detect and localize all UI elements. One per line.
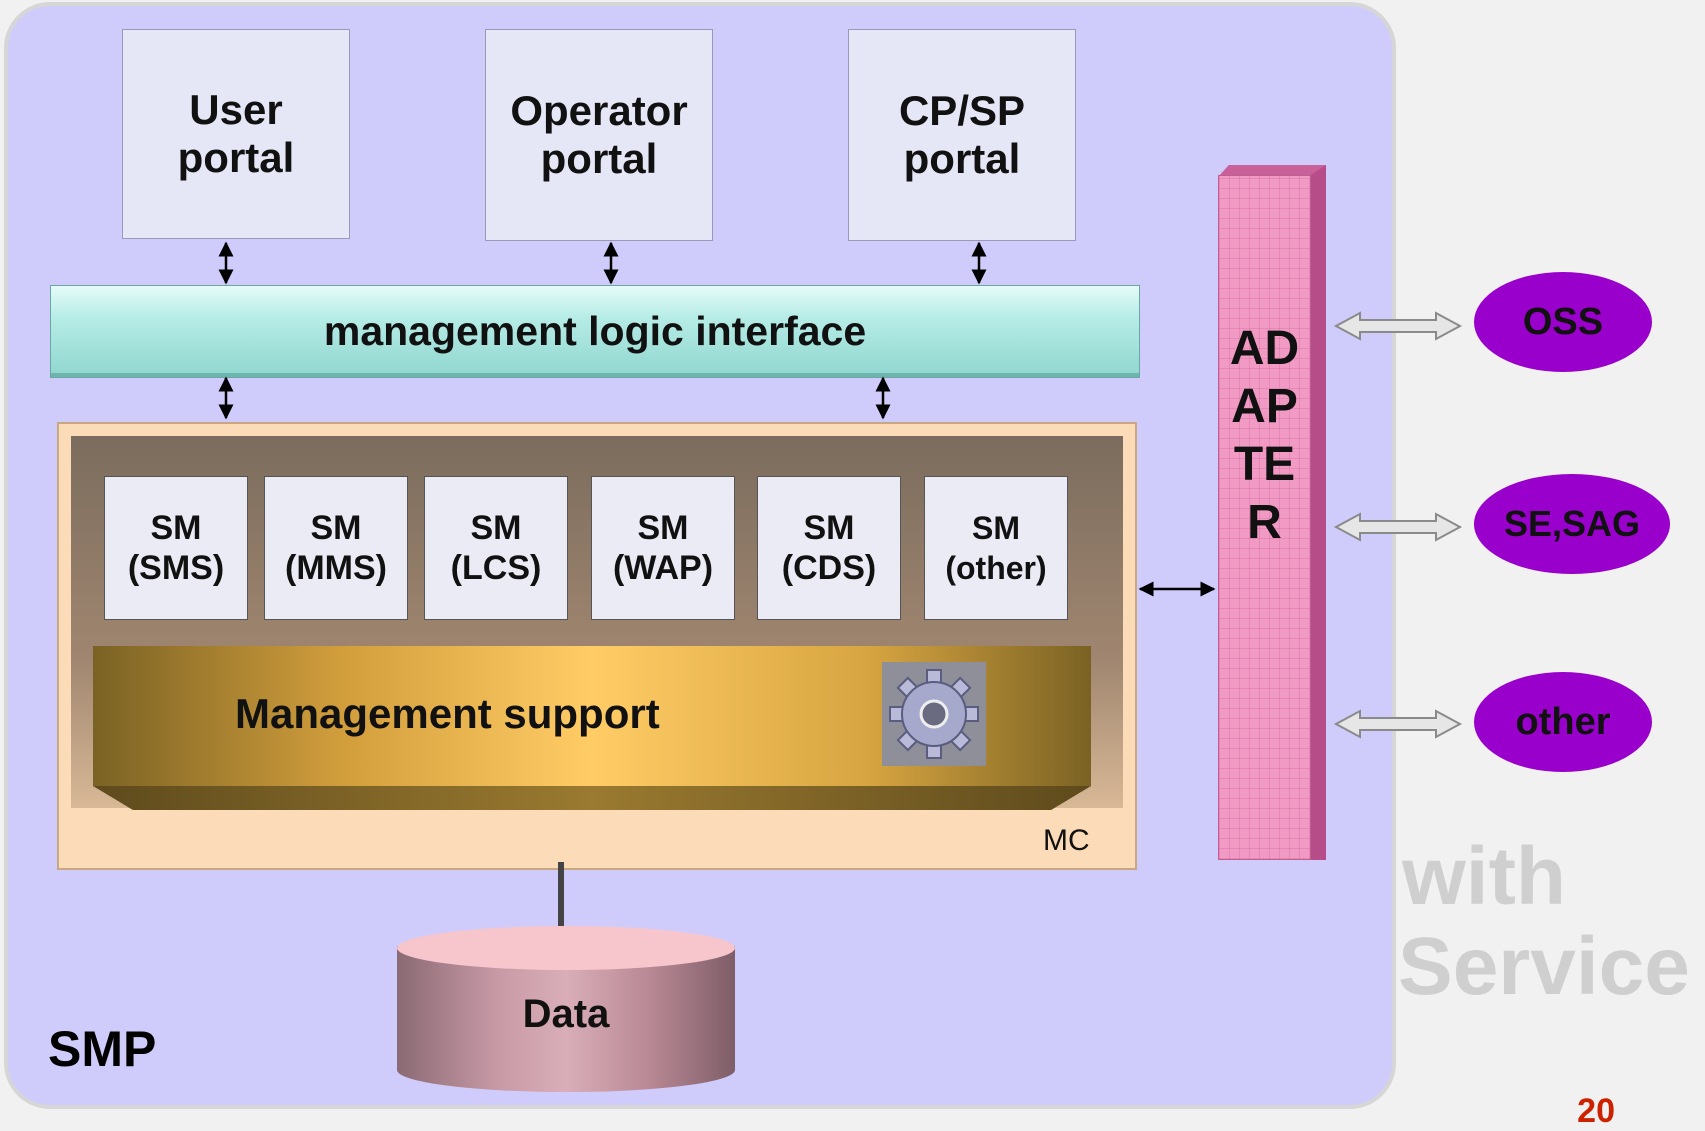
- arrow-adapter-oss: [1333, 311, 1463, 341]
- user-portal-box: User portal: [122, 29, 350, 239]
- adapter-side-face: [1311, 165, 1326, 860]
- watermark-text-with: with: [1402, 831, 1566, 922]
- mc-label: MC: [1043, 824, 1090, 857]
- operator-portal-box: Operator portal: [485, 29, 713, 241]
- sm-cds-box: SM (CDS): [757, 476, 901, 620]
- arrow-adapter-se-sag: [1333, 512, 1463, 542]
- management-logic-interface: management logic interface: [50, 285, 1140, 378]
- sm-wap-box: SM (WAP): [591, 476, 735, 620]
- management-support-bevel: [93, 786, 1091, 810]
- sm-lcs-box: SM (LCS): [424, 476, 568, 620]
- external-other-ellipse: other: [1474, 672, 1652, 772]
- sm-other-box: SM (other): [924, 476, 1068, 620]
- adapter-bar: [1218, 175, 1311, 860]
- watermark-text-service: Service: [1398, 921, 1690, 1012]
- database-top: [397, 926, 735, 970]
- arrow-adapter-other: [1333, 709, 1463, 739]
- gear-icon: [882, 662, 986, 766]
- adapter-top-face: [1218, 165, 1326, 177]
- sm-sms-box: SM (SMS): [104, 476, 248, 620]
- database-label: Data: [522, 992, 610, 1036]
- management-support-label: Management support: [235, 690, 660, 737]
- adapter-label: ADAPTER: [1229, 322, 1300, 549]
- external-se-sag-ellipse: SE,SAG: [1474, 474, 1670, 574]
- sm-mms-box: SM (MMS): [264, 476, 408, 620]
- cpsp-portal-box: CP/SP portal: [848, 29, 1076, 241]
- smp-label: SMP: [48, 1021, 157, 1077]
- external-oss-ellipse: OSS: [1474, 272, 1652, 372]
